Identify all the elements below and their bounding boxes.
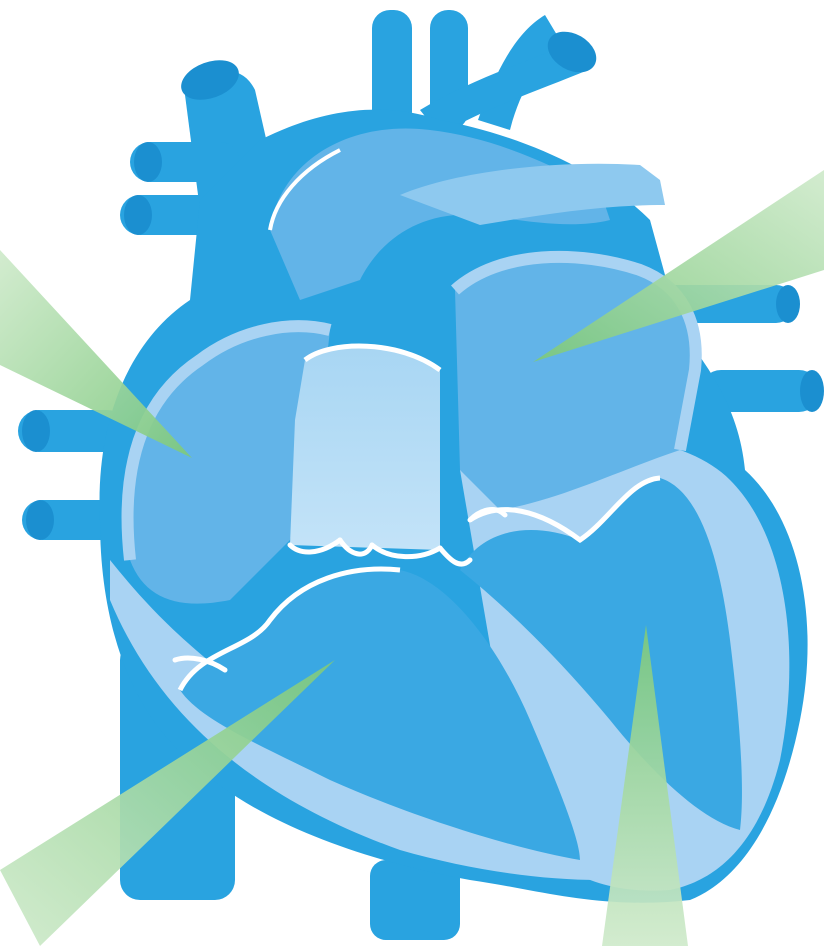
ascending-aorta <box>290 346 440 550</box>
